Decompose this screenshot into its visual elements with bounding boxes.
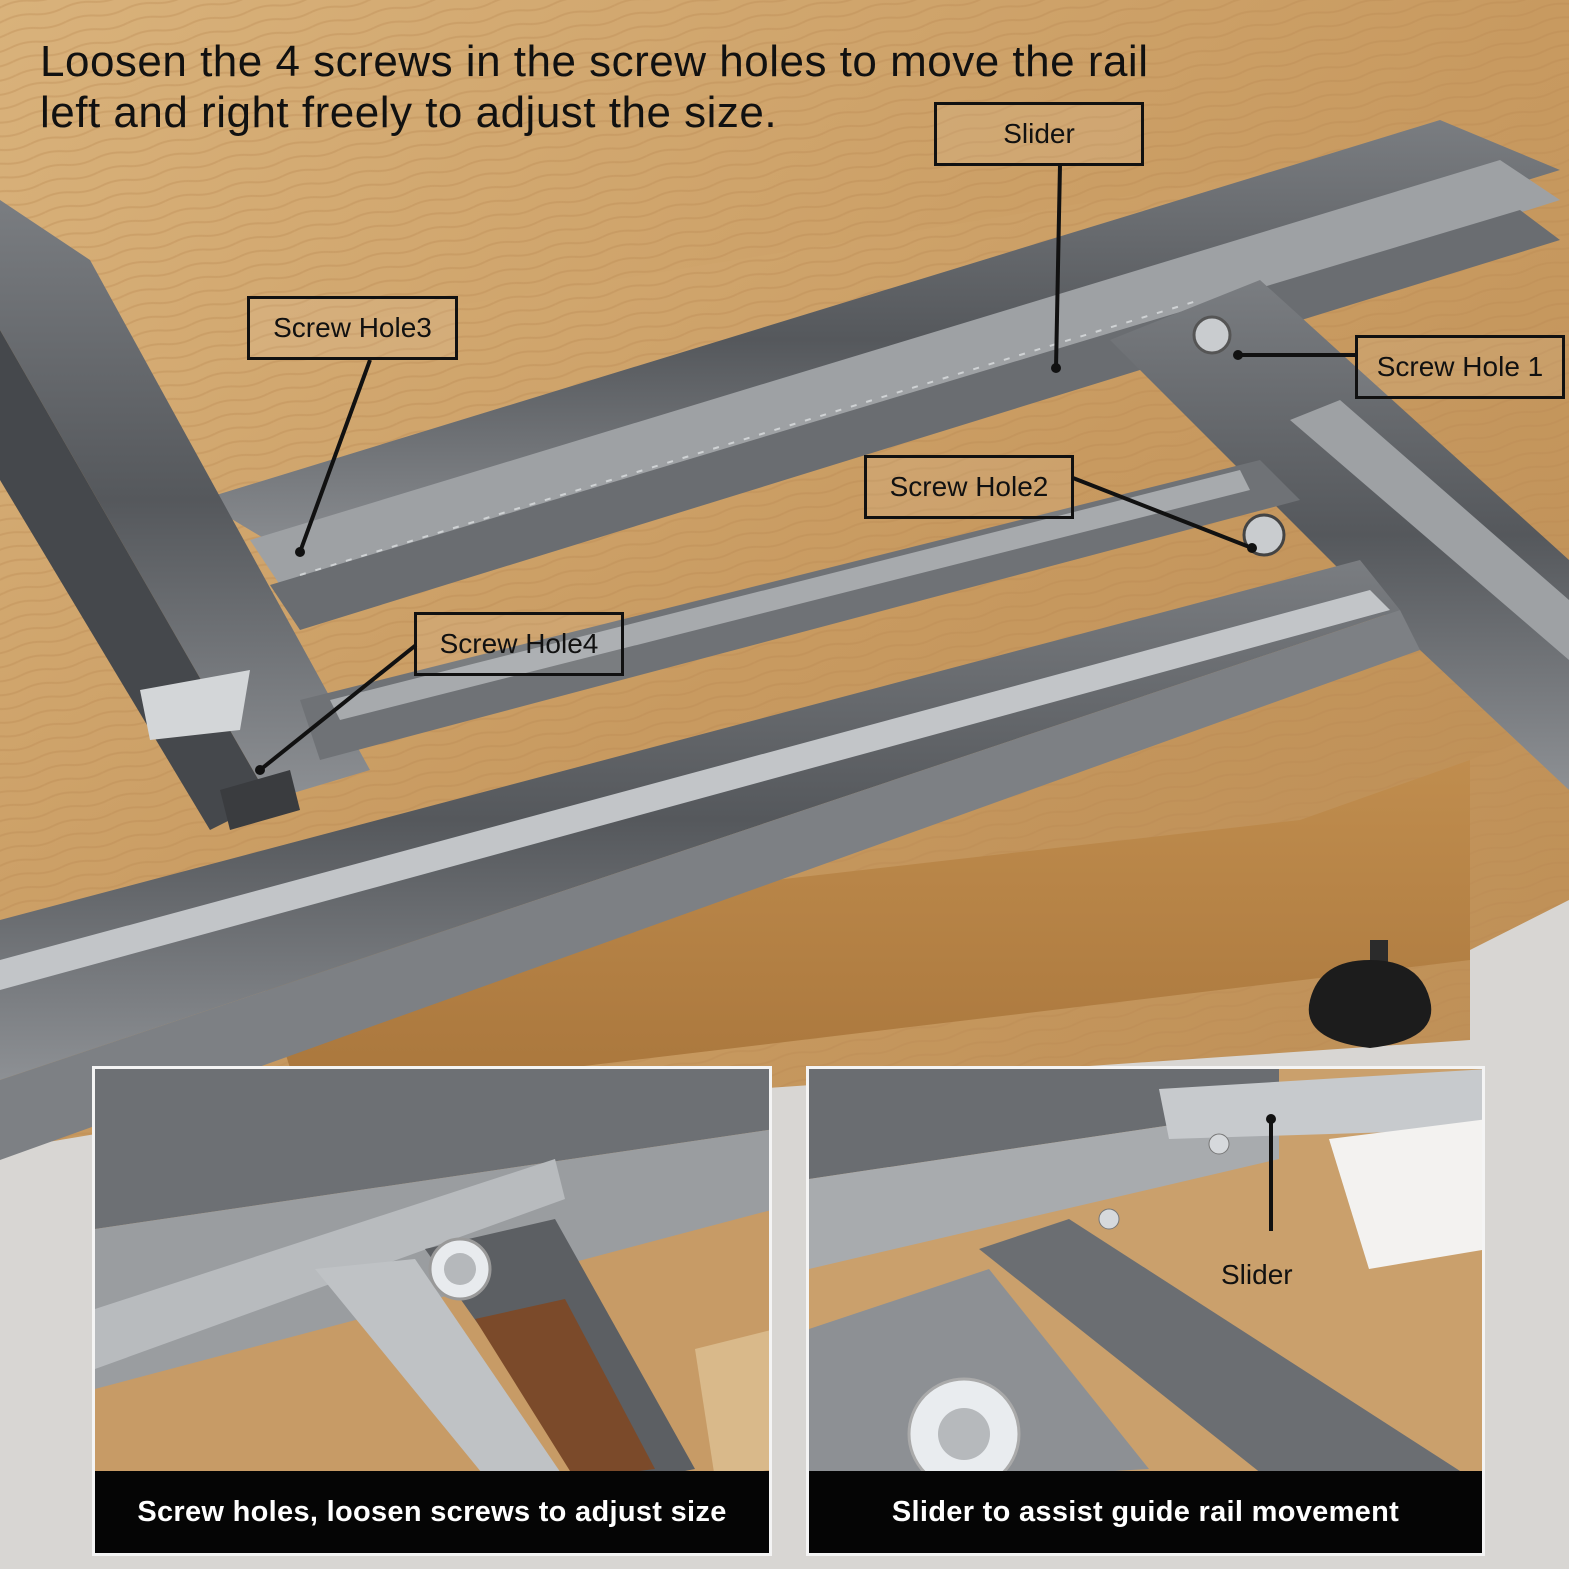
right-inset-caption: Slider to assist guide rail movement (809, 1471, 1482, 1553)
right-inset-scene (809, 1069, 1482, 1553)
left-inset-photo: Screw holes, loosen screws to adjust siz… (92, 1066, 772, 1556)
left-inset-caption: Screw holes, loosen screws to adjust siz… (95, 1471, 769, 1553)
slider-label: Slider (934, 102, 1144, 166)
right-inset-slider-label: Slider (1221, 1259, 1293, 1290)
right-inset-photo: Slider Slider to assist guide rail movem… (806, 1066, 1485, 1556)
headline-line-2: left and right freely to adjust the size… (40, 88, 778, 137)
screw-hole-3-label: Screw Hole3 (247, 296, 458, 360)
screw-hole-2-label: Screw Hole2 (864, 455, 1074, 519)
screw-hole-4-label: Screw Hole4 (414, 612, 624, 676)
screw-hole-1-label: Screw Hole 1 (1355, 335, 1565, 399)
headline-line-1: Loosen the 4 screws in the screw holes t… (40, 37, 1149, 86)
headline: Loosen the 4 screws in the screw holes t… (40, 36, 1340, 138)
